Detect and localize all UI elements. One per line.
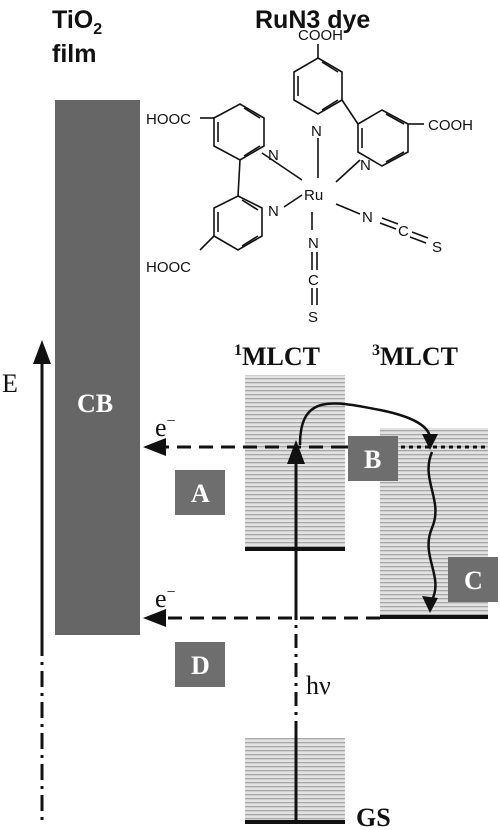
pyridine-ring [213,195,263,251]
ground-state-label: GS [356,803,391,830]
pyridine-ring [357,109,409,167]
nitrogen-label: N [311,123,322,140]
cooh-label-right: COOH [428,117,473,134]
triplet-mlct-label: 3MLCT [372,342,458,371]
hooc-label-upper: HOOC [146,111,191,128]
process-label-d: D [191,651,210,680]
ncs-n-bottom: N [308,235,319,252]
run3-dye-structure [199,44,429,305]
film-title-line2: film [52,40,96,68]
ncs-n-right: N [362,209,373,226]
ncs-c-bottom: C [308,272,319,289]
dye-title: RuN3 dye [255,6,370,34]
nitrogen-label: N [268,203,279,220]
pyridine-ring [293,57,343,115]
ruthenium-label: Ru [304,187,323,204]
cooh-label-top: COOH [298,27,343,44]
process-box-c [448,557,498,602]
hooc-label-lower: HOOC [146,259,191,276]
process-label-c: C [464,566,483,595]
nitrogen-label: N [360,157,371,174]
process-box-a [175,470,225,515]
tio2-film-block [55,100,140,635]
singlet-mlct-label: 1MLCT [234,342,320,371]
nitrogen-label: N [268,147,279,164]
tio2-film-title: TiO2 [52,6,102,38]
process-box-d [175,642,225,687]
isc-arrowhead [422,434,438,450]
structure-labels: COOH COOH HOOC HOOC N N N N Ru N C S N C… [146,27,473,326]
injection-arrowhead-upper [143,438,166,456]
isc-curve [298,402,432,446]
process-label-b: B [364,445,381,474]
conduction-band-label: CB [77,389,113,418]
relaxation-arrowhead [422,596,438,613]
ncs-s-bottom: S [308,309,318,326]
electron-label-upper: e− [155,413,176,442]
injection-arrowhead-lower [143,609,166,627]
ncs-c-right: C [398,223,409,240]
process-box-b [348,436,398,481]
electron-label-lower: e− [155,584,176,613]
energy-axis: E [2,340,51,822]
excitation-arrowhead [287,440,305,464]
ncs-s-right: S [432,239,442,256]
relaxation-wavy-arrow [427,451,437,601]
pyridine-ring [213,103,265,161]
process-label-a: A [191,479,210,508]
energy-axis-label: E [2,369,18,398]
excitation-label: hν [306,671,331,700]
